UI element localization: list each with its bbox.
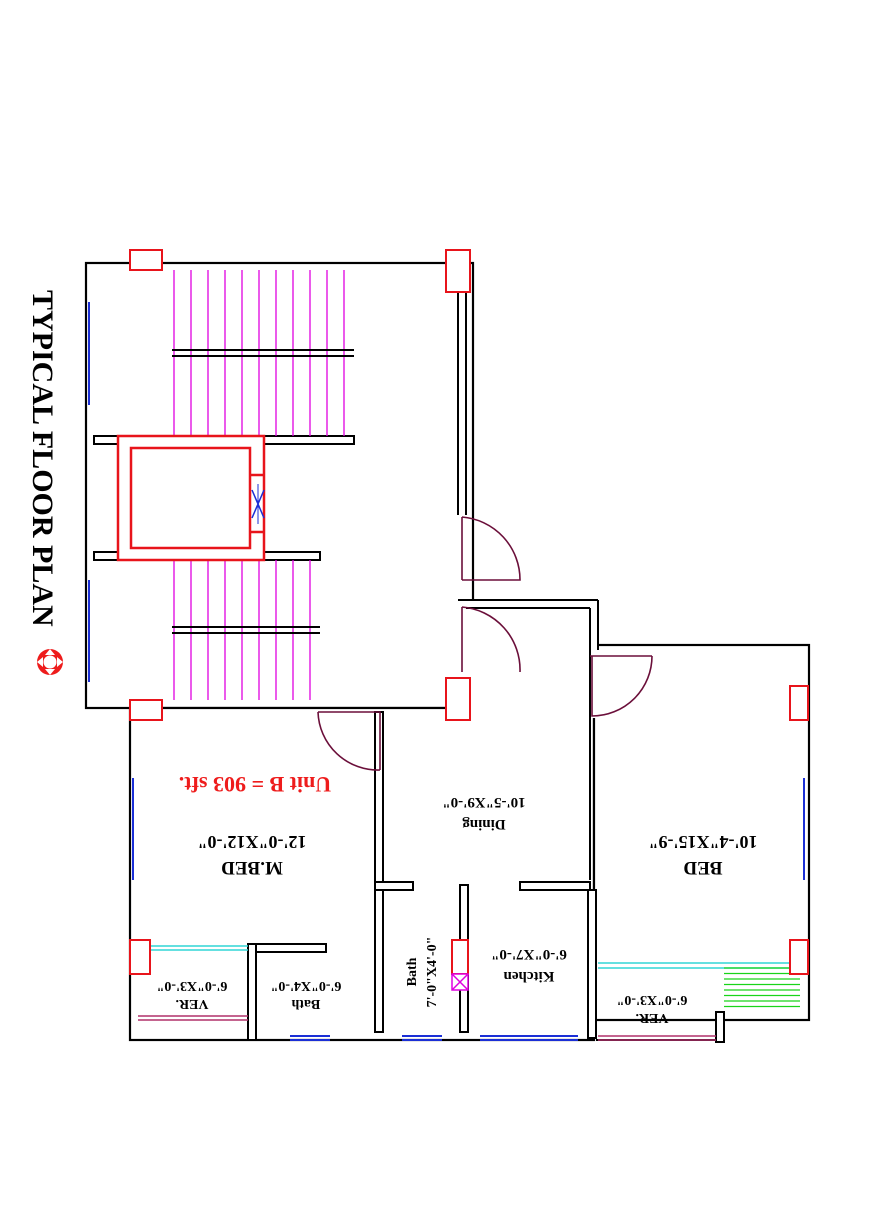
title-group: TYPICAL FLOOR PLAN (26, 290, 59, 627)
svg-text:Kitchen: Kitchen (503, 968, 554, 984)
bath-small-label: Bath 7'-0"X4'-0" (405, 937, 440, 1008)
doors (317, 516, 653, 771)
svg-text:M.BED: M.BED (221, 857, 283, 878)
svg-text:6'-0"X4'-0": 6'-0"X4'-0" (271, 978, 342, 993)
svg-text:6'-0"X7'-0": 6'-0"X7'-0" (491, 946, 567, 962)
svg-text:Dining: Dining (462, 816, 506, 832)
kitchen-label: Kitchen 6'-0"X7'-0" (491, 946, 567, 984)
compass-icon (37, 649, 63, 675)
unit-walls (128, 599, 811, 1043)
lift-core (116, 434, 266, 562)
svg-text:10'-4"X15'-9": 10'-4"X15'-9" (649, 832, 758, 852)
svg-text:VER.: VER. (175, 996, 208, 1011)
stair-lower (172, 560, 320, 700)
plan-title: TYPICAL FLOOR PLAN (26, 290, 59, 627)
svg-text:BED: BED (683, 857, 722, 878)
veranda-right-label: VER. 6'-0"X3'-0" (617, 992, 688, 1025)
shaft-marker-icon (451, 973, 469, 991)
dining-label: Dining 10'-5"X9'-0" (442, 794, 525, 832)
svg-text:6'-0"X3'-0": 6'-0"X3'-0" (617, 992, 688, 1007)
bath-master-label: Bath 6'-0"X4'-0" (271, 978, 342, 1011)
columns (129, 249, 809, 975)
stair-upper (172, 270, 354, 436)
veranda-grill (724, 967, 800, 1008)
windows (88, 302, 805, 1041)
veranda-left-label: VER. 6'-0"X3'-0" (157, 978, 228, 1011)
svg-text:6'-0"X3'-0": 6'-0"X3'-0" (157, 978, 228, 993)
bed-label: BED 10'-4"X15'-9" (649, 832, 758, 878)
unit-label-group: Unit B = 903 sft. (179, 772, 332, 797)
svg-text:Bath: Bath (405, 957, 420, 986)
svg-text:VER.: VER. (635, 1010, 668, 1025)
mbed-label: M.BED 12'-0"X12'-0" (198, 832, 307, 878)
svg-text:12'-0"X12'-0": 12'-0"X12'-0" (198, 832, 307, 852)
svg-text:10'-5"X9'-0": 10'-5"X9'-0" (442, 794, 525, 810)
svg-text:Bath: Bath (291, 996, 320, 1011)
svg-text:7'-0"X4'-0": 7'-0"X4'-0" (425, 937, 440, 1008)
unit-area-label: Unit B = 903 sft. (179, 772, 332, 797)
